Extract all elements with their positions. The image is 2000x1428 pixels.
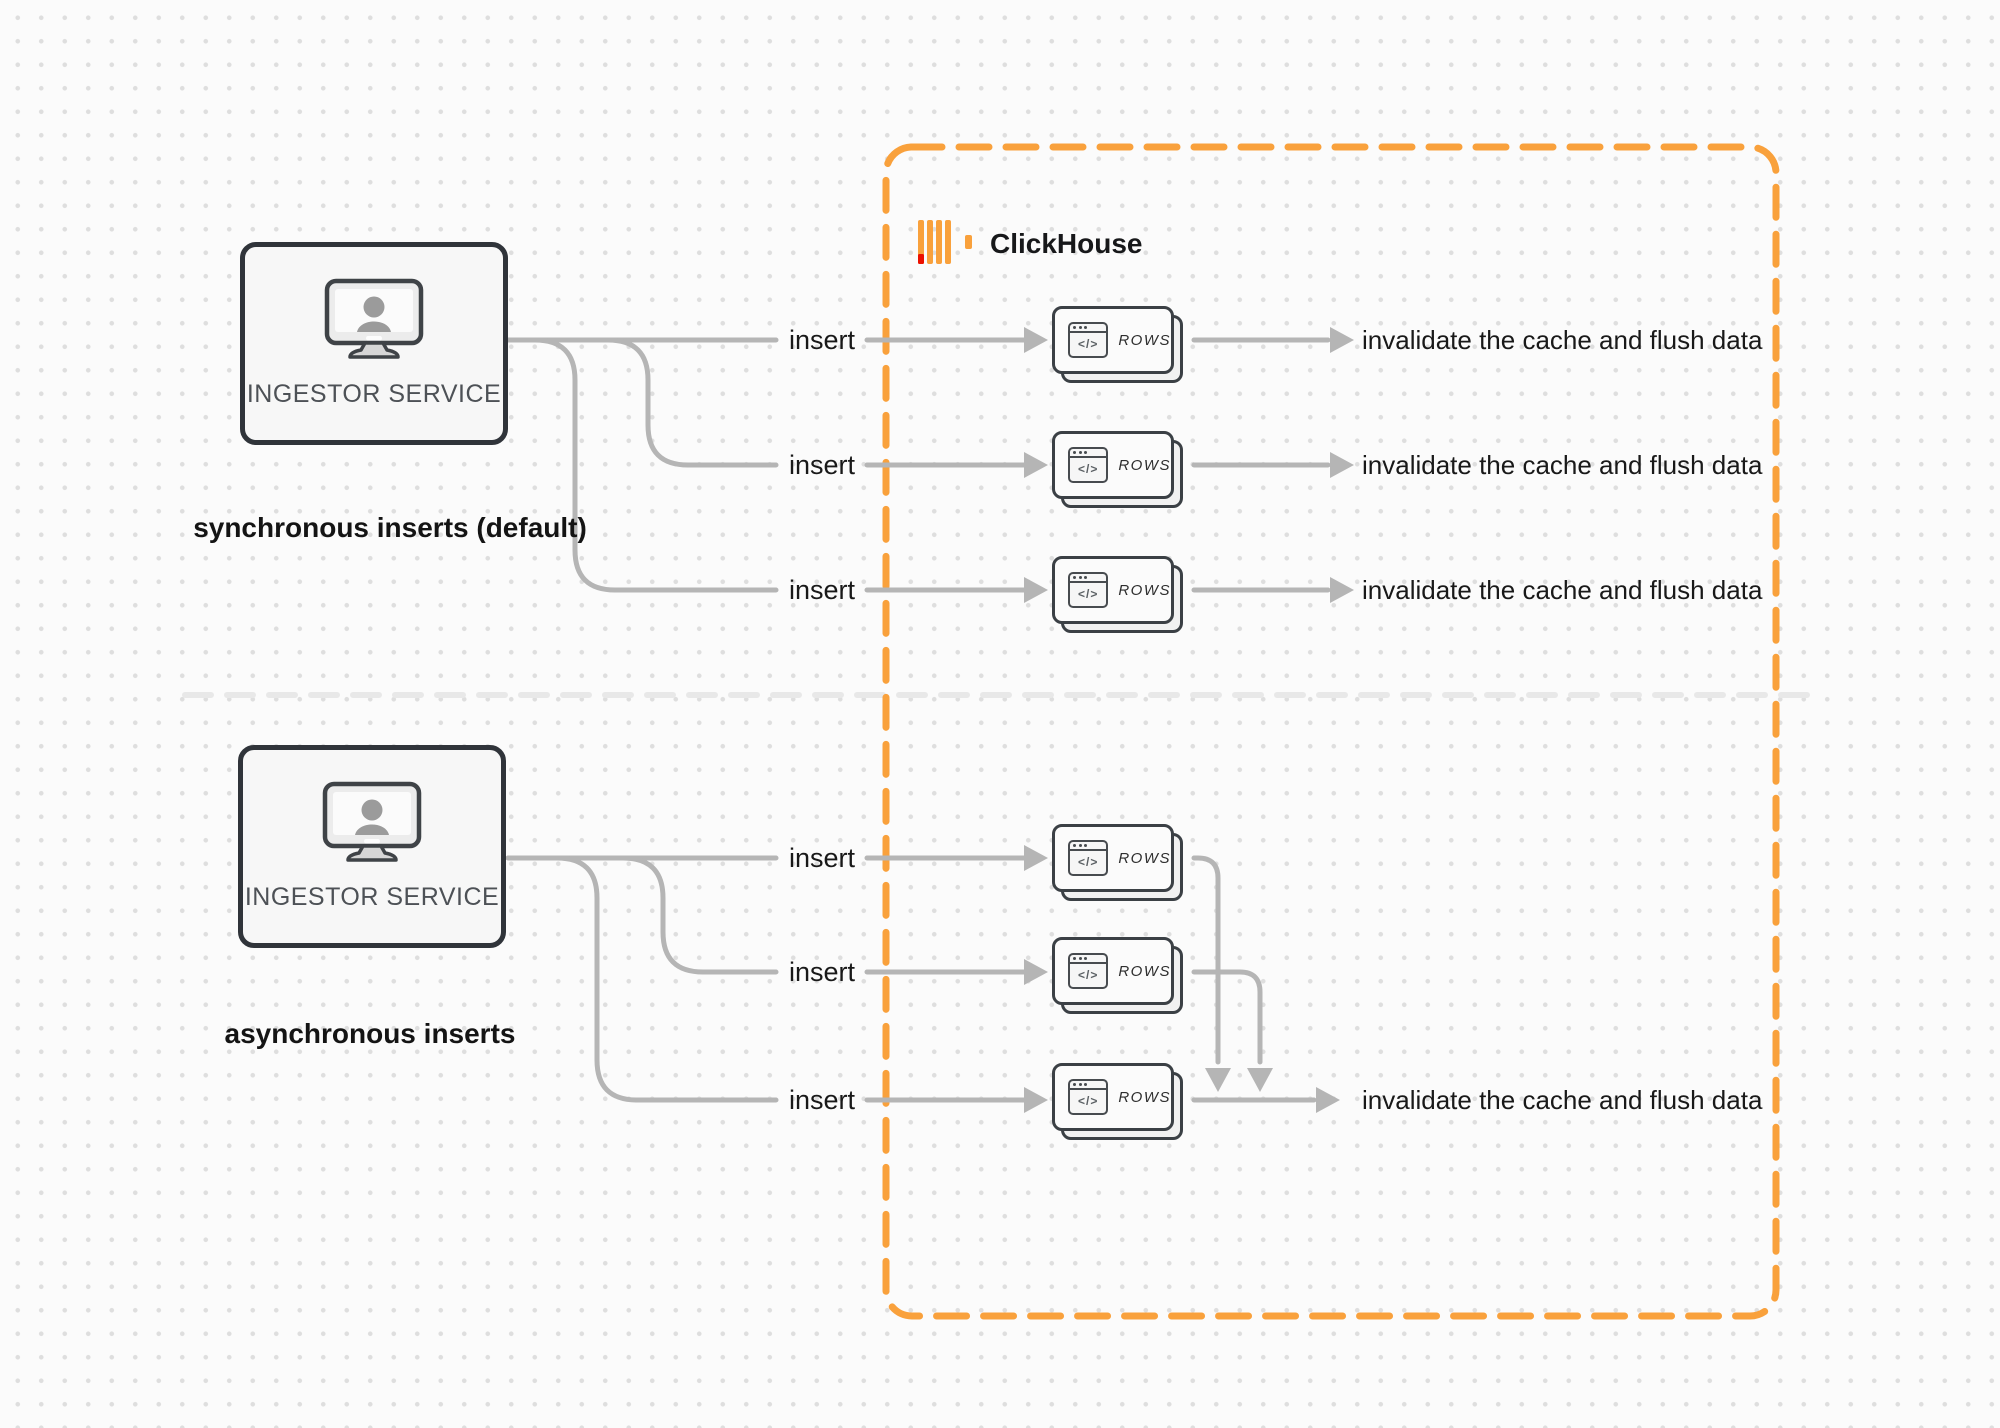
clickhouse-boundary-dashed-box (882, 143, 1780, 1320)
code-window-icon: </> (1068, 1079, 1109, 1115)
rows-node: </> ROWS (1052, 824, 1183, 901)
logo-bar (918, 220, 924, 264)
ingestor-service-box-sync: INGESTOR SERVICE (240, 242, 508, 445)
arrowhead-right (1024, 452, 1048, 478)
sync-row3-branch (532, 337, 779, 593)
user-on-monitor-icon (324, 278, 424, 359)
arrowhead-right (1024, 327, 1048, 353)
logo-red-accent (918, 254, 924, 264)
arrowhead-right (1330, 577, 1354, 603)
arrowhead-right (1024, 1087, 1048, 1113)
insert-label: insert (788, 575, 856, 605)
rows-node-label: ROWS (1118, 581, 1171, 599)
rows-node-label: ROWS (1118, 962, 1171, 980)
ingestor-service-title: INGESTOR SERVICE (244, 883, 500, 911)
async-row3-branch (554, 855, 779, 1103)
code-window-icon: </> (1068, 322, 1109, 358)
ingestor-service-box-async: INGESTOR SERVICE (238, 745, 506, 948)
logo-short-bar (965, 235, 972, 249)
logo-bar (945, 220, 951, 264)
code-window-icon: </> (1068, 447, 1109, 483)
code-window-icon: </> (1068, 953, 1109, 989)
arrowhead-right (1330, 452, 1354, 478)
result-label: invalidate the cache and flush data (1362, 325, 1763, 355)
rows-node: </> ROWS (1052, 306, 1183, 383)
rows-node-label: ROWS (1118, 331, 1171, 349)
insert-label: insert (788, 957, 856, 987)
result-label: invalidate the cache and flush data (1362, 575, 1763, 605)
rows-node-label: ROWS (1118, 849, 1171, 867)
clickhouse-title: ClickHouse (990, 228, 1143, 259)
rows-node: </> ROWS (1052, 556, 1183, 633)
sync-section-label: synchronous inserts (default) (193, 512, 587, 543)
async-section-label: asynchronous inserts (224, 1018, 516, 1049)
insert-label: insert (788, 1085, 856, 1115)
insert-label: insert (788, 325, 856, 355)
connector-lines (505, 337, 1331, 1103)
arrowhead-right (1316, 1087, 1340, 1113)
user-on-monitor-icon (322, 781, 422, 862)
rows-node-label: ROWS (1118, 456, 1171, 474)
async-row1-drop-line (1191, 855, 1221, 1065)
rows-node: </> ROWS (1052, 431, 1183, 508)
arrowhead-down (1205, 1068, 1231, 1092)
clickhouse-bars-logo-icon (918, 220, 974, 268)
logo-bar (927, 220, 933, 264)
code-window-icon: </> (1068, 840, 1109, 876)
arrowhead-right (1024, 577, 1048, 603)
arrowhead-down (1247, 1068, 1273, 1092)
arrowhead-right (1024, 959, 1048, 985)
logo-bar (936, 220, 942, 264)
insert-label: insert (788, 450, 856, 480)
rows-node: </> ROWS (1052, 937, 1183, 1014)
rows-node: </> ROWS (1052, 1063, 1183, 1140)
arrowheads (1024, 327, 1354, 1113)
sync-row2-branch (605, 337, 779, 468)
insert-label: insert (788, 843, 856, 873)
arrowhead-right (1330, 327, 1354, 353)
rows-node-label: ROWS (1118, 1088, 1171, 1106)
result-label: invalidate the cache and flush data (1362, 1085, 1763, 1115)
async-row2-drop-line (1191, 969, 1263, 1065)
ingestor-service-title: INGESTOR SERVICE (246, 380, 502, 408)
code-window-icon: </> (1068, 572, 1109, 608)
result-label: invalidate the cache and flush data (1362, 450, 1763, 480)
arrowhead-right (1024, 845, 1048, 871)
clickhouse-header: ClickHouse (918, 220, 1143, 268)
async-row2-branch (620, 855, 779, 975)
